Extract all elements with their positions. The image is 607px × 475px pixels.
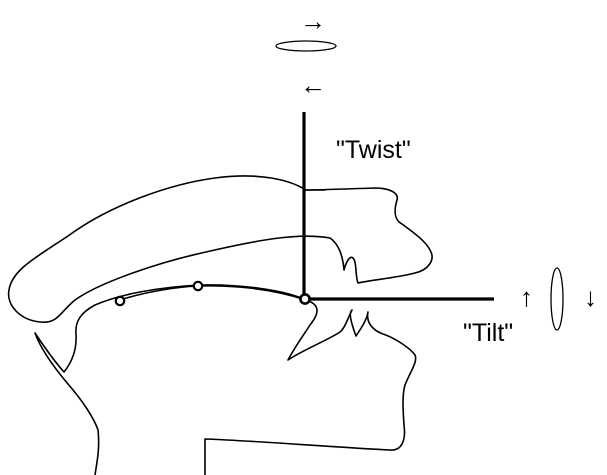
pivot-point [300, 294, 309, 303]
tilt-rotation-indicator: ↑ ↓ [520, 268, 597, 330]
landmark-point-1 [116, 297, 124, 305]
landmark-point-2 [194, 282, 202, 290]
tilt-label: "Tilt" [463, 319, 513, 347]
tilt-rotation-ellipse [551, 268, 563, 330]
twist-arrow-right-icon: → [300, 6, 326, 36]
dental-arch-curve [120, 286, 306, 300]
neck-outline [205, 300, 416, 475]
twist-rotation-indicator: → ← [276, 6, 336, 100]
lower-jaw-outline [35, 285, 306, 475]
tilt-arrow-up-icon: ↑ [520, 282, 533, 312]
twist-label: "Twist" [336, 136, 411, 164]
tilt-arrow-down-icon: ↓ [584, 282, 597, 312]
twist-rotation-ellipse [276, 41, 336, 51]
twist-arrow-left-icon: ← [300, 70, 326, 100]
